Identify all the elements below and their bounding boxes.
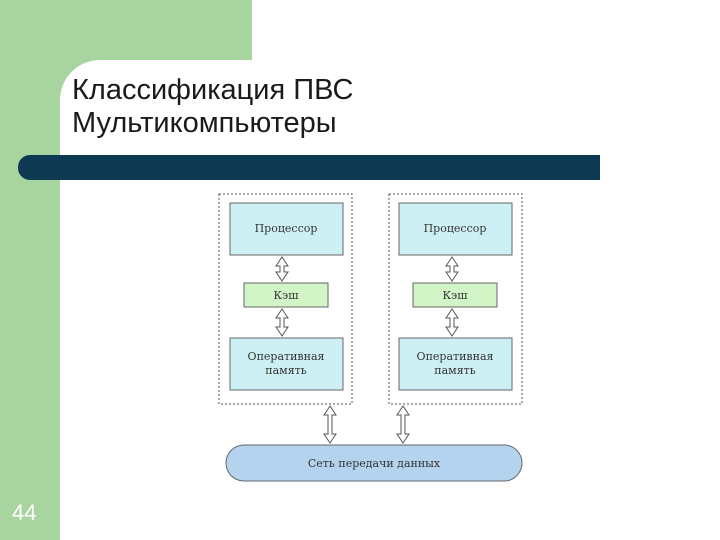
node-2-arrow-to-network <box>396 405 410 444</box>
node-2-processor-label: Процессор <box>424 222 487 235</box>
network-box <box>225 444 523 482</box>
node-2-cache-box <box>412 282 498 308</box>
node-1-frame <box>218 193 353 405</box>
node-1-processor-label: Процессор <box>255 222 318 235</box>
node-1-arrow-cache-memory <box>275 308 289 337</box>
node-2-memory-label-1: Оперативная <box>417 350 494 363</box>
node-1-memory-label-2: память <box>265 364 306 377</box>
node-2-arrow-cache-memory <box>445 308 459 337</box>
network-label: Сеть передачи данных <box>308 457 441 470</box>
slide-number: 44 <box>12 500 37 525</box>
title-underline-bar <box>18 155 600 180</box>
slide-title: Классификация ПВС Мультикомпьютеры <box>72 74 353 140</box>
slide-title-line-1: Классификация ПВС <box>72 74 354 106</box>
node-1-arrow-processor-cache <box>275 256 289 282</box>
slide-title-line-2: Мультикомпьютеры <box>72 107 337 139</box>
top-accent-band <box>60 0 252 60</box>
node-1-arrow-to-network <box>323 405 337 444</box>
node-2-cache-label: Кэш <box>443 289 468 302</box>
node-2-arrow-processor-cache <box>445 256 459 282</box>
node-2-memory-box <box>398 337 513 391</box>
node-2-frame <box>388 193 523 405</box>
node-2-memory-label-2: память <box>434 364 475 377</box>
node-1-processor-box <box>229 202 344 256</box>
node-1-memory-box <box>229 337 344 391</box>
node-2-processor-box <box>398 202 513 256</box>
node-1-memory-label-1: Оперативная <box>248 350 325 363</box>
node-1-cache-label: Кэш <box>274 289 299 302</box>
node-1-cache-box <box>243 282 329 308</box>
left-accent-band <box>0 0 60 540</box>
